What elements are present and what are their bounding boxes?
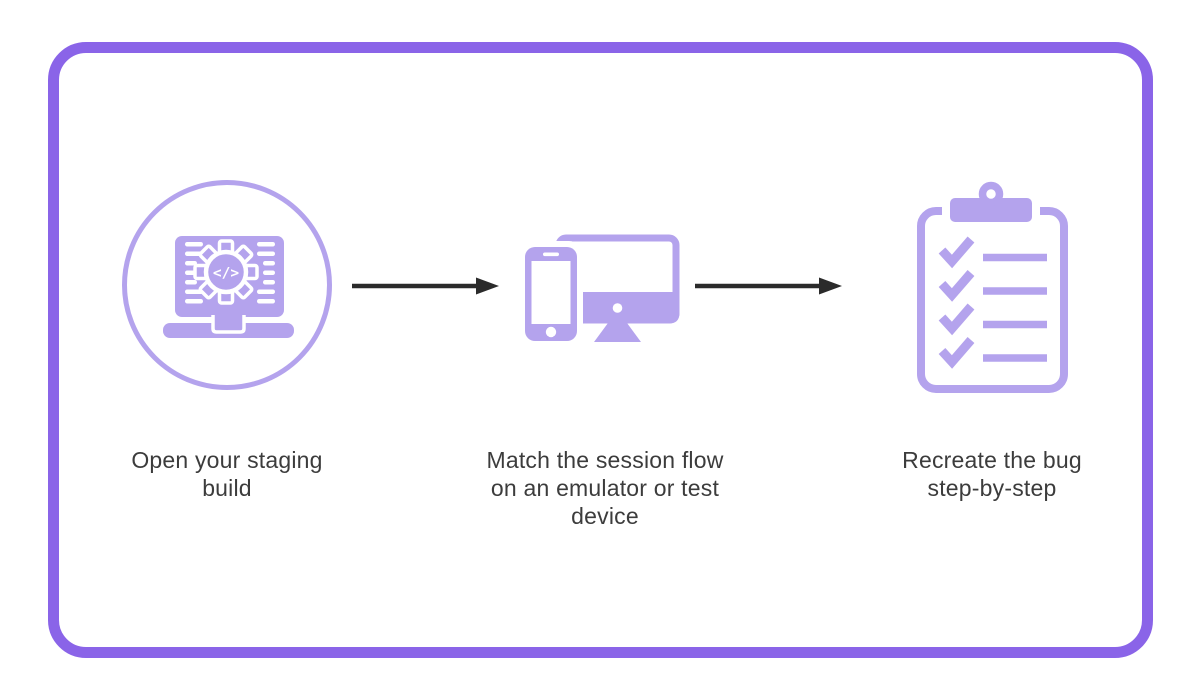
gear-icon: </>: [193, 239, 259, 305]
checkmark-icon: [938, 236, 975, 269]
clipboard-clip: [950, 198, 1032, 222]
flow-arrow-2: [695, 277, 842, 295]
checkmark-icon: [938, 337, 975, 369]
flow-arrow-1: [352, 277, 499, 295]
checkmark-icon: [938, 303, 975, 336]
rounded-border-frame: [48, 42, 1153, 658]
step-1-caption: Open your staging build: [131, 447, 323, 501]
monitor-icon: [555, 234, 680, 342]
checkmark-icon: [938, 270, 975, 302]
step-2-caption: Match the session flow on an emulator or…: [486, 447, 724, 529]
code-glyph: </>: [213, 266, 239, 282]
laptop-code-icon: </>: [163, 236, 294, 338]
phone-and-monitor-icon: [519, 234, 680, 347]
step-1-icon-circle: [122, 180, 332, 390]
step-3-caption: Recreate the bug step-by-step: [902, 447, 1082, 501]
smartphone-icon: [519, 241, 583, 347]
clipboard-checklist-icon: [917, 181, 1068, 393]
